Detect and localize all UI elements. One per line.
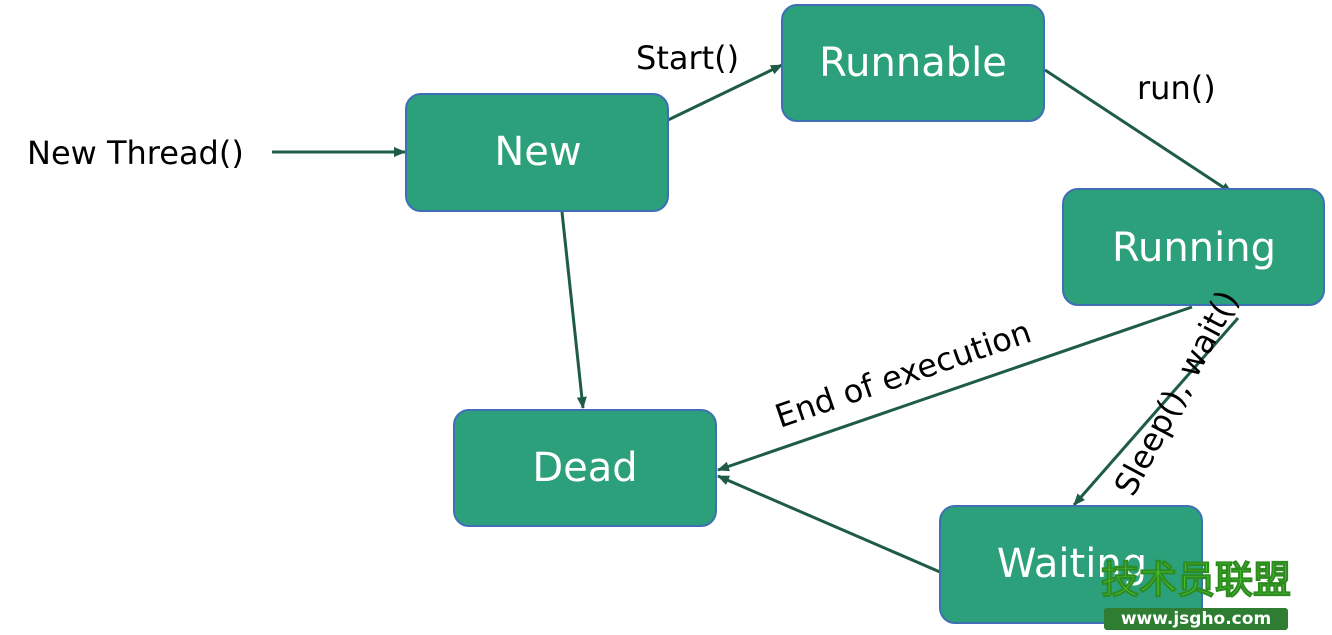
arrow-waiting-to-dead (717, 474, 941, 574)
state-label-running: Running (1112, 225, 1276, 271)
edge-label-sleep-wait: Sleep(), wait() (1107, 284, 1247, 502)
state-node-runnable: Runnable (781, 4, 1045, 122)
state-box-new (405, 93, 669, 212)
state-box-waiting (939, 505, 1203, 624)
state-label-dead: Dead (532, 445, 637, 491)
state-box-dead (453, 409, 717, 527)
state-node-new: New (405, 93, 669, 212)
state-node-dead: Dead (453, 409, 717, 527)
watermark-brand: 技术员联盟 (1101, 558, 1291, 602)
state-box-running (1062, 188, 1325, 306)
arrow-running-to-waiting (1072, 317, 1240, 506)
watermark-url: www.jsgho.com (1121, 609, 1271, 629)
state-label-new: New (494, 129, 581, 175)
watermark-url-bar (1104, 608, 1288, 630)
watermark: 技术员联盟 www.jsgho.com (1100, 558, 1292, 630)
arrow-new-to-dead (560, 211, 587, 409)
arrow-new-to-runnable (667, 63, 783, 122)
state-node-running: Running (1062, 188, 1325, 306)
state-label-waiting: Waiting (997, 541, 1147, 587)
edge-label-run: run() (1137, 69, 1216, 107)
arrow-running-to-dead (717, 305, 1193, 472)
edge-label-new-thread: New Thread() (27, 134, 244, 172)
transition-arrows (272, 63, 1240, 574)
arrow-runnable-to-running (1044, 68, 1233, 195)
state-label-runnable: Runnable (819, 40, 1007, 86)
edge-label-start: Start() (636, 39, 739, 77)
state-node-waiting: Waiting (939, 505, 1203, 624)
state-box-runnable (781, 4, 1045, 122)
